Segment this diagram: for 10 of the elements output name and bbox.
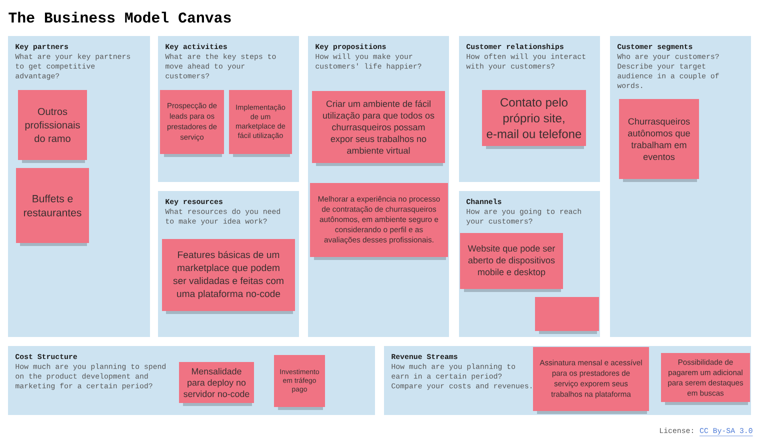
sticky-note: Mensalidade para deploy no servidor no-code	[179, 362, 254, 406]
sticky-note: Website que pode ser aberto de dispositivos mobile e desktop	[460, 233, 563, 292]
sticky-note	[535, 297, 599, 334]
sticky-note: Contato pelo próprio site, e-mail ou telefone	[482, 90, 586, 149]
sticky-note: Features básicas de um marketplace que podem ser validadas e feitas com uma plataforma no-code	[162, 239, 295, 314]
sticky-note: Buffets e restaurantes	[16, 168, 89, 246]
sticky-note: Criar um ambiente de fácil utilização para que todos os churrasqueiros possam expor seus trabalhos no ambiente virtual	[312, 91, 445, 166]
sticky-note: Outros profissionais do ramo	[18, 90, 87, 163]
title: The Business Model Canvas	[8, 12, 231, 23]
sticky-note: Churrasqueiros autônomos que trabalham em eventos	[619, 99, 699, 182]
